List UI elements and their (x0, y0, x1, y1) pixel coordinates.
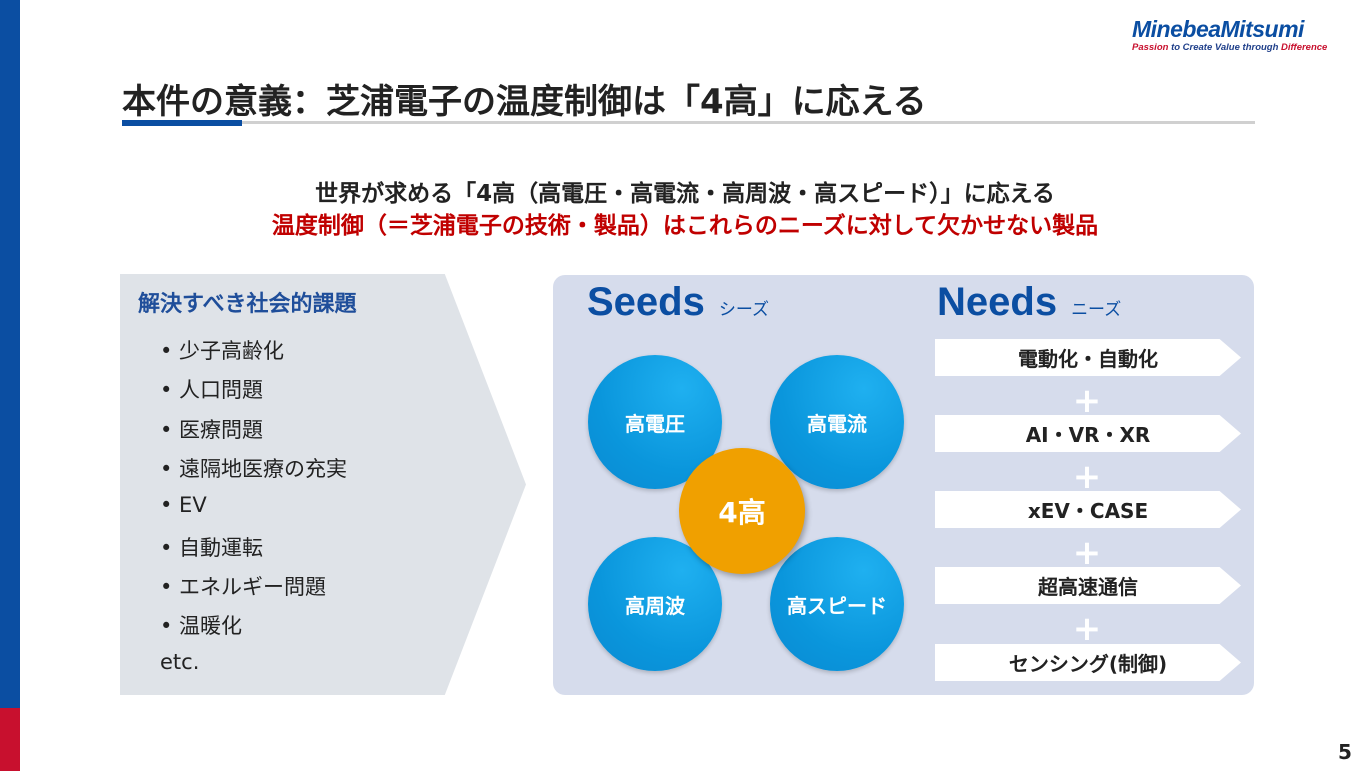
logo-name: MinebeaMitsumi (1132, 16, 1304, 42)
issue-item: • 人口問題 (160, 378, 264, 402)
page-number: 5 (1338, 740, 1352, 764)
issue-item: • 遠隔地医療の充実 (160, 457, 348, 481)
side-bar-blue (0, 0, 20, 708)
issue-item: • 医療問題 (160, 418, 264, 442)
subtitle-line-2: 温度制御（＝芝浦電子の技術・製品）はこれらのニーズに対して欠かせない製品 (271, 213, 1099, 239)
slide-title: 本件の意義：芝浦電子の温度制御は「4高」に応える (122, 82, 927, 122)
subtitle-line-1: 世界が求める「4高（高電圧・高電流・高周波・高スピード）」に応える (315, 181, 1055, 207)
plus-icon: + (1072, 533, 1102, 573)
plus-icon: + (1072, 381, 1102, 421)
need-item: センシング(制御) (935, 644, 1241, 681)
issue-item: • 自動運転 (160, 536, 264, 560)
need-item: 電動化・自動化 (935, 339, 1241, 376)
company-logo: MinebeaMitsumi Passion to Create Value t… (1132, 16, 1337, 53)
plus-icon: + (1072, 609, 1102, 649)
logo-tagline: Passion to Create Value through Differen… (1132, 42, 1328, 53)
social-issues-heading: 解決すべき社会的課題 (138, 292, 357, 317)
issue-item: • 少子高齢化 (160, 339, 285, 363)
need-item: AI・VR・XR (935, 415, 1241, 452)
side-bar-red (0, 708, 20, 771)
title-underline (122, 121, 1255, 124)
issue-item: • EV (160, 493, 207, 517)
issue-item: etc. (160, 650, 200, 674)
issue-item: • 温暖化 (160, 614, 243, 638)
title-underline-accent (122, 120, 242, 126)
seed-high-current: 高電流 (770, 355, 904, 489)
seed-high-frequency: 高周波 (588, 537, 722, 671)
need-item: xEV・CASE (935, 491, 1241, 528)
issue-item: • エネルギー問題 (160, 575, 327, 599)
social-issues-panel (120, 274, 526, 695)
plus-icon: + (1072, 457, 1102, 497)
four-high-center: 4高 (679, 448, 805, 574)
need-item: 超高速通信 (935, 567, 1241, 604)
seed-high-speed: 高スピード (770, 537, 904, 671)
